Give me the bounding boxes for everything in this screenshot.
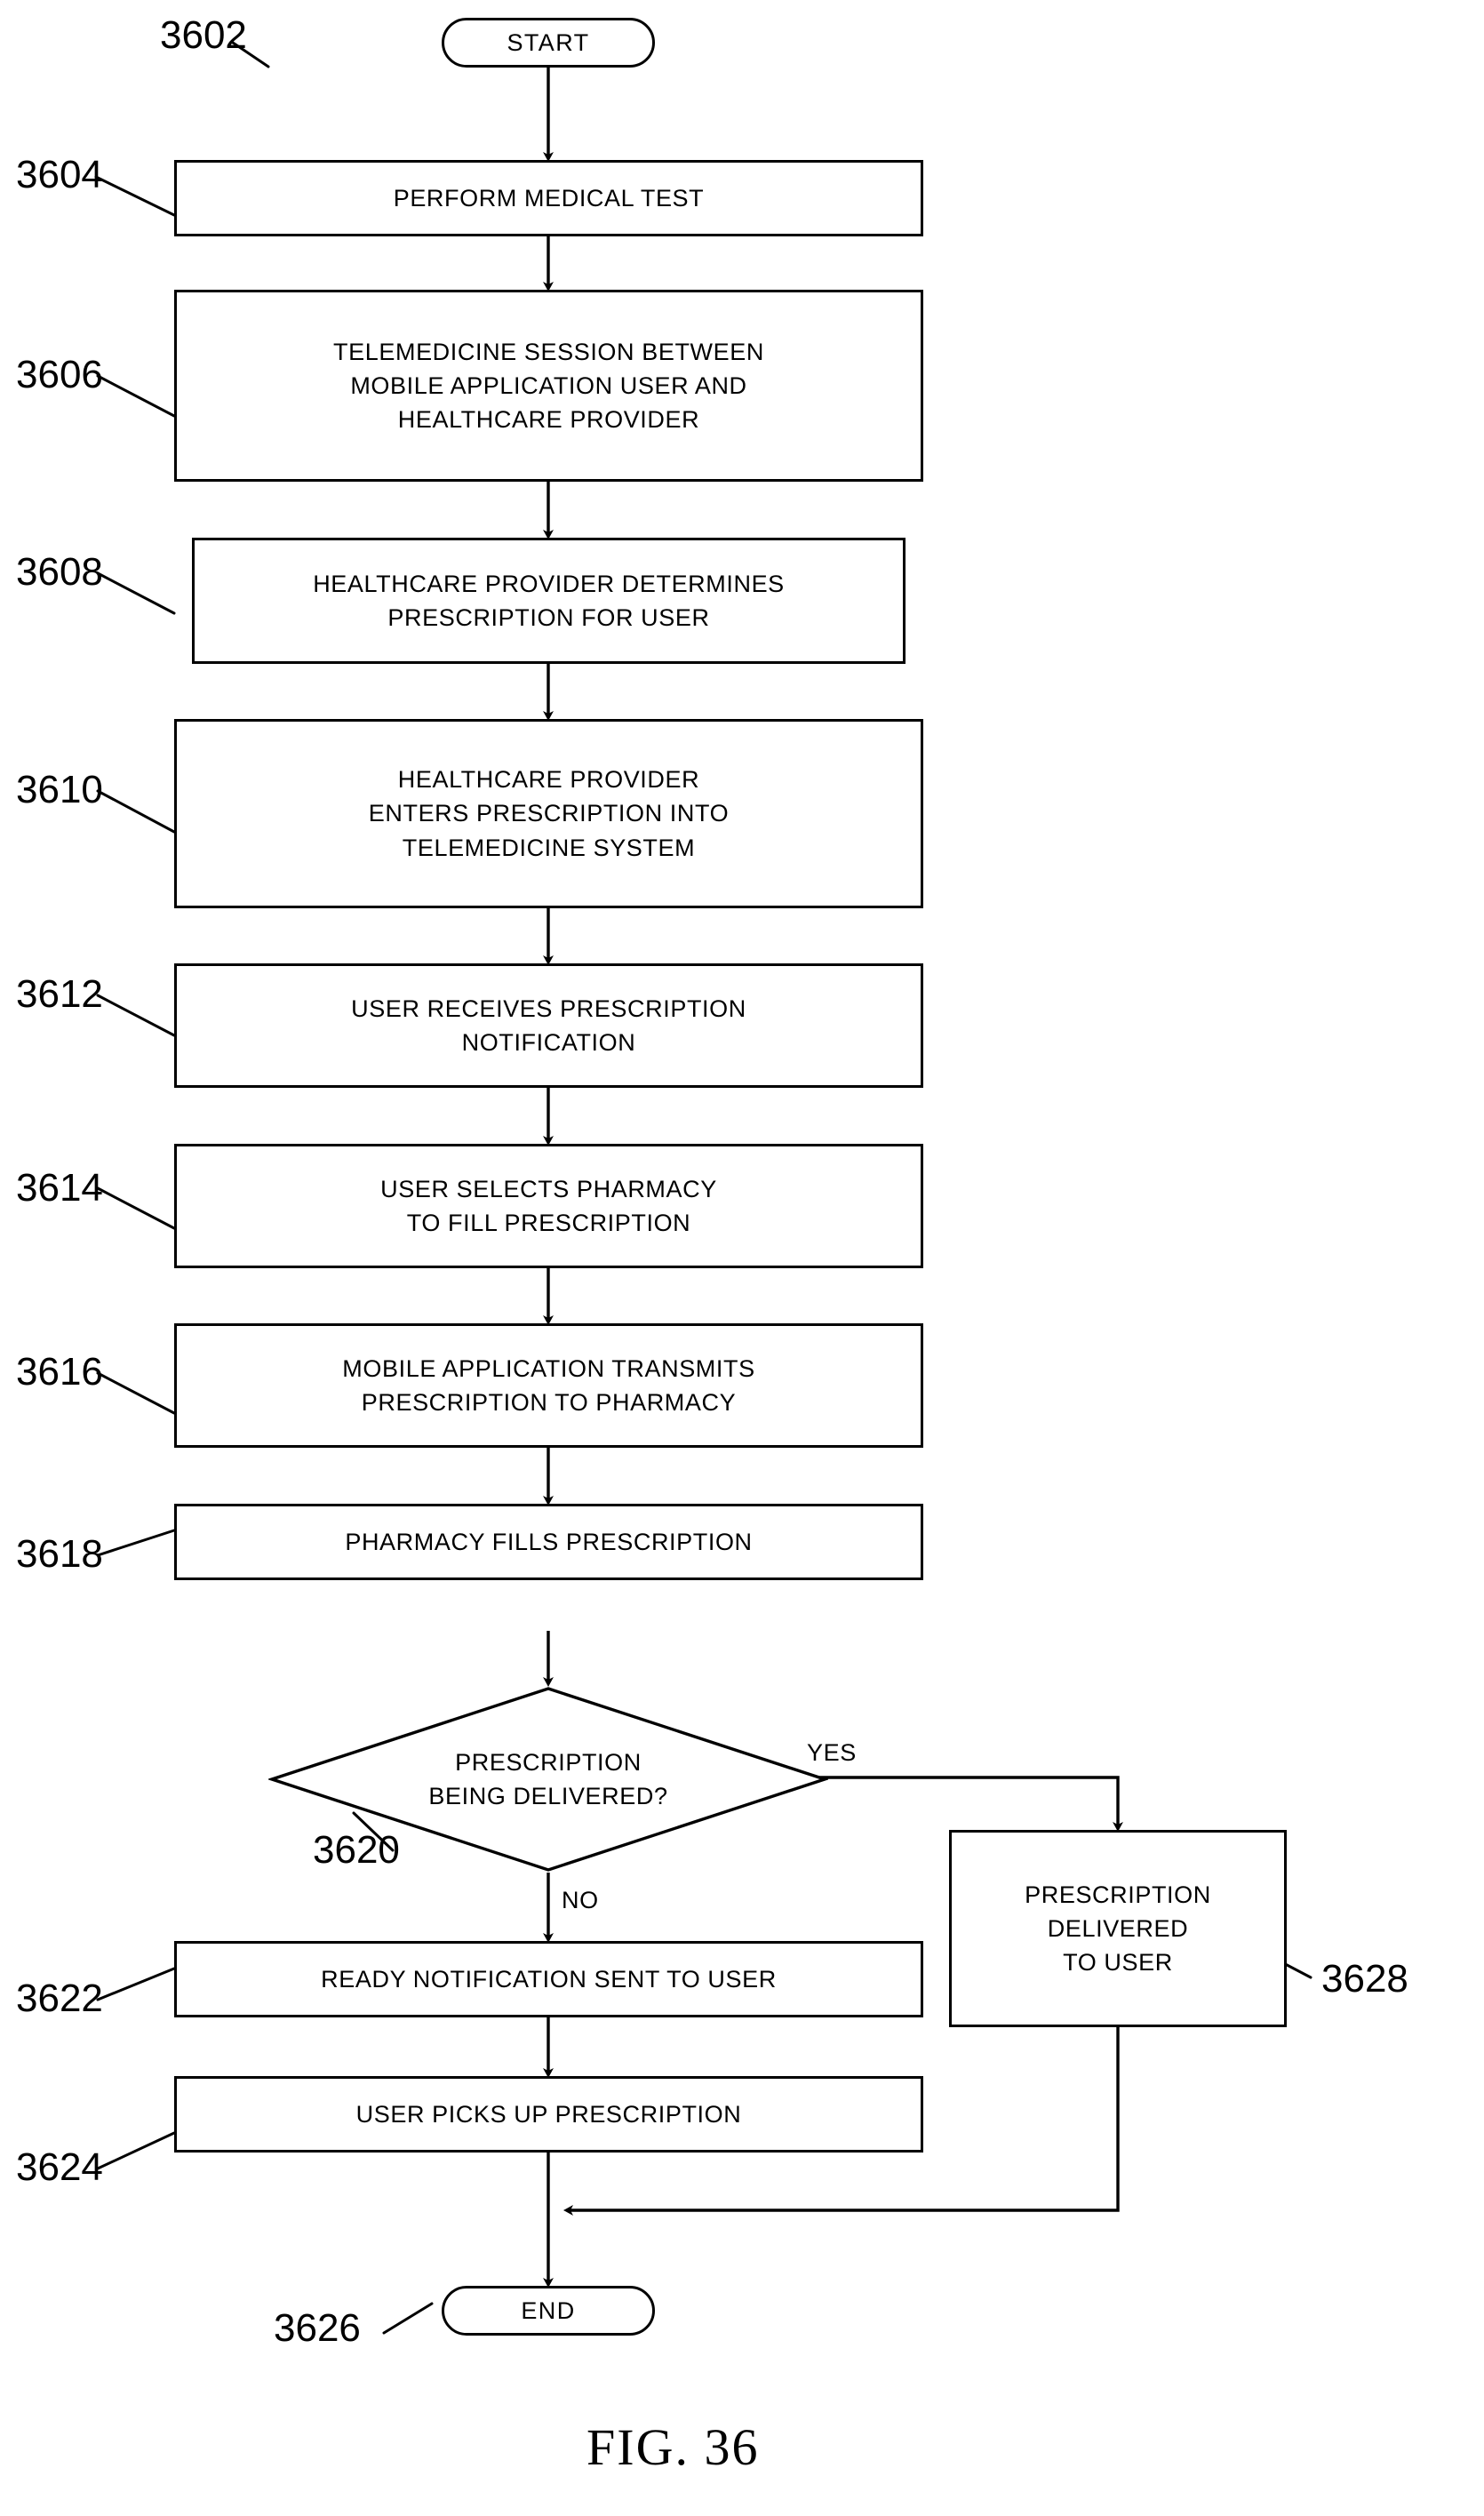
figure-caption: FIG. 36 <box>586 2418 760 2476</box>
ref-3606: 3606 <box>16 353 103 396</box>
ref-3612: 3612 <box>16 972 103 1016</box>
node-start-label: START <box>507 28 590 56</box>
ref-3626: 3626 <box>274 2306 361 2350</box>
node-start[interactable]: START <box>442 18 655 68</box>
node-user-receives-notification[interactable]: USER RECEIVES PRESCRIPTION NOTIFICATION <box>174 963 923 1088</box>
ref-3608: 3608 <box>16 550 103 594</box>
node-user-selects-pharmacy[interactable]: USER SELECTS PHARMACY TO FILL PRESCRIPTI… <box>174 1144 923 1268</box>
node-ready-notification-sent-label: READY NOTIFICATION SENT TO USER <box>321 1965 777 1993</box>
ref-3628: 3628 <box>1321 1957 1408 2001</box>
node-app-transmits-prescription[interactable]: MOBILE APPLICATION TRANSMITS PRESCRIPTIO… <box>174 1323 923 1448</box>
ref-3620: 3620 <box>313 1828 400 1872</box>
node-perform-medical-test-label: PERFORM MEDICAL TEST <box>393 184 705 212</box>
node-end[interactable]: END <box>442 2286 655 2336</box>
node-provider-enters-prescription-label: HEALTHCARE PROVIDER ENTERS PRESCRIPTION … <box>368 766 730 861</box>
ref-3618: 3618 <box>16 1532 103 1576</box>
node-end-label: END <box>521 2296 576 2324</box>
branch-label-yes: YES <box>807 1739 857 1766</box>
node-user-picks-up-prescription-label: USER PICKS UP PRESCRIPTION <box>355 2100 742 2128</box>
ref-3614: 3614 <box>16 1166 103 1210</box>
node-user-selects-pharmacy-label: USER SELECTS PHARMACY TO FILL PRESCRIPTI… <box>380 1175 717 1236</box>
node-provider-determines-prescription-label: HEALTHCARE PROVIDER DETERMINES PRESCRIPT… <box>313 570 785 631</box>
ref-3624: 3624 <box>16 2145 103 2189</box>
node-app-transmits-prescription-label: MOBILE APPLICATION TRANSMITS PRESCRIPTIO… <box>342 1354 755 1416</box>
ref-3602: 3602 <box>160 13 247 57</box>
node-telemedicine-session-label: TELEMEDICINE SESSION BETWEEN MOBILE APPL… <box>333 338 764 434</box>
ref-3616: 3616 <box>16 1350 103 1394</box>
node-provider-enters-prescription[interactable]: HEALTHCARE PROVIDER ENTERS PRESCRIPTION … <box>174 719 923 908</box>
node-telemedicine-session[interactable]: TELEMEDICINE SESSION BETWEEN MOBILE APPL… <box>174 290 923 482</box>
ref-3604: 3604 <box>16 153 103 196</box>
node-provider-determines-prescription[interactable]: HEALTHCARE PROVIDER DETERMINES PRESCRIPT… <box>192 538 906 664</box>
node-user-picks-up-prescription[interactable]: USER PICKS UP PRESCRIPTION <box>174 2076 923 2153</box>
node-ready-notification-sent[interactable]: READY NOTIFICATION SENT TO USER <box>174 1941 923 2017</box>
node-perform-medical-test[interactable]: PERFORM MEDICAL TEST <box>174 160 923 236</box>
ref-3622: 3622 <box>16 1977 103 2020</box>
ref-3610: 3610 <box>16 768 103 811</box>
node-prescription-delivered-to-user[interactable]: PRESCRIPTION DELIVERED TO USER <box>949 1830 1287 2027</box>
node-pharmacy-fills-prescription-label: PHARMACY FILLS PRESCRIPTION <box>345 1528 753 1555</box>
node-pharmacy-fills-prescription[interactable]: PHARMACY FILLS PRESCRIPTION <box>174 1504 923 1580</box>
branch-label-no: NO <box>562 1887 599 1913</box>
node-prescription-delivered-to-user-label: PRESCRIPTION DELIVERED TO USER <box>1025 1881 1211 1977</box>
node-user-receives-notification-label: USER RECEIVES PRESCRIPTION NOTIFICATION <box>351 994 746 1056</box>
